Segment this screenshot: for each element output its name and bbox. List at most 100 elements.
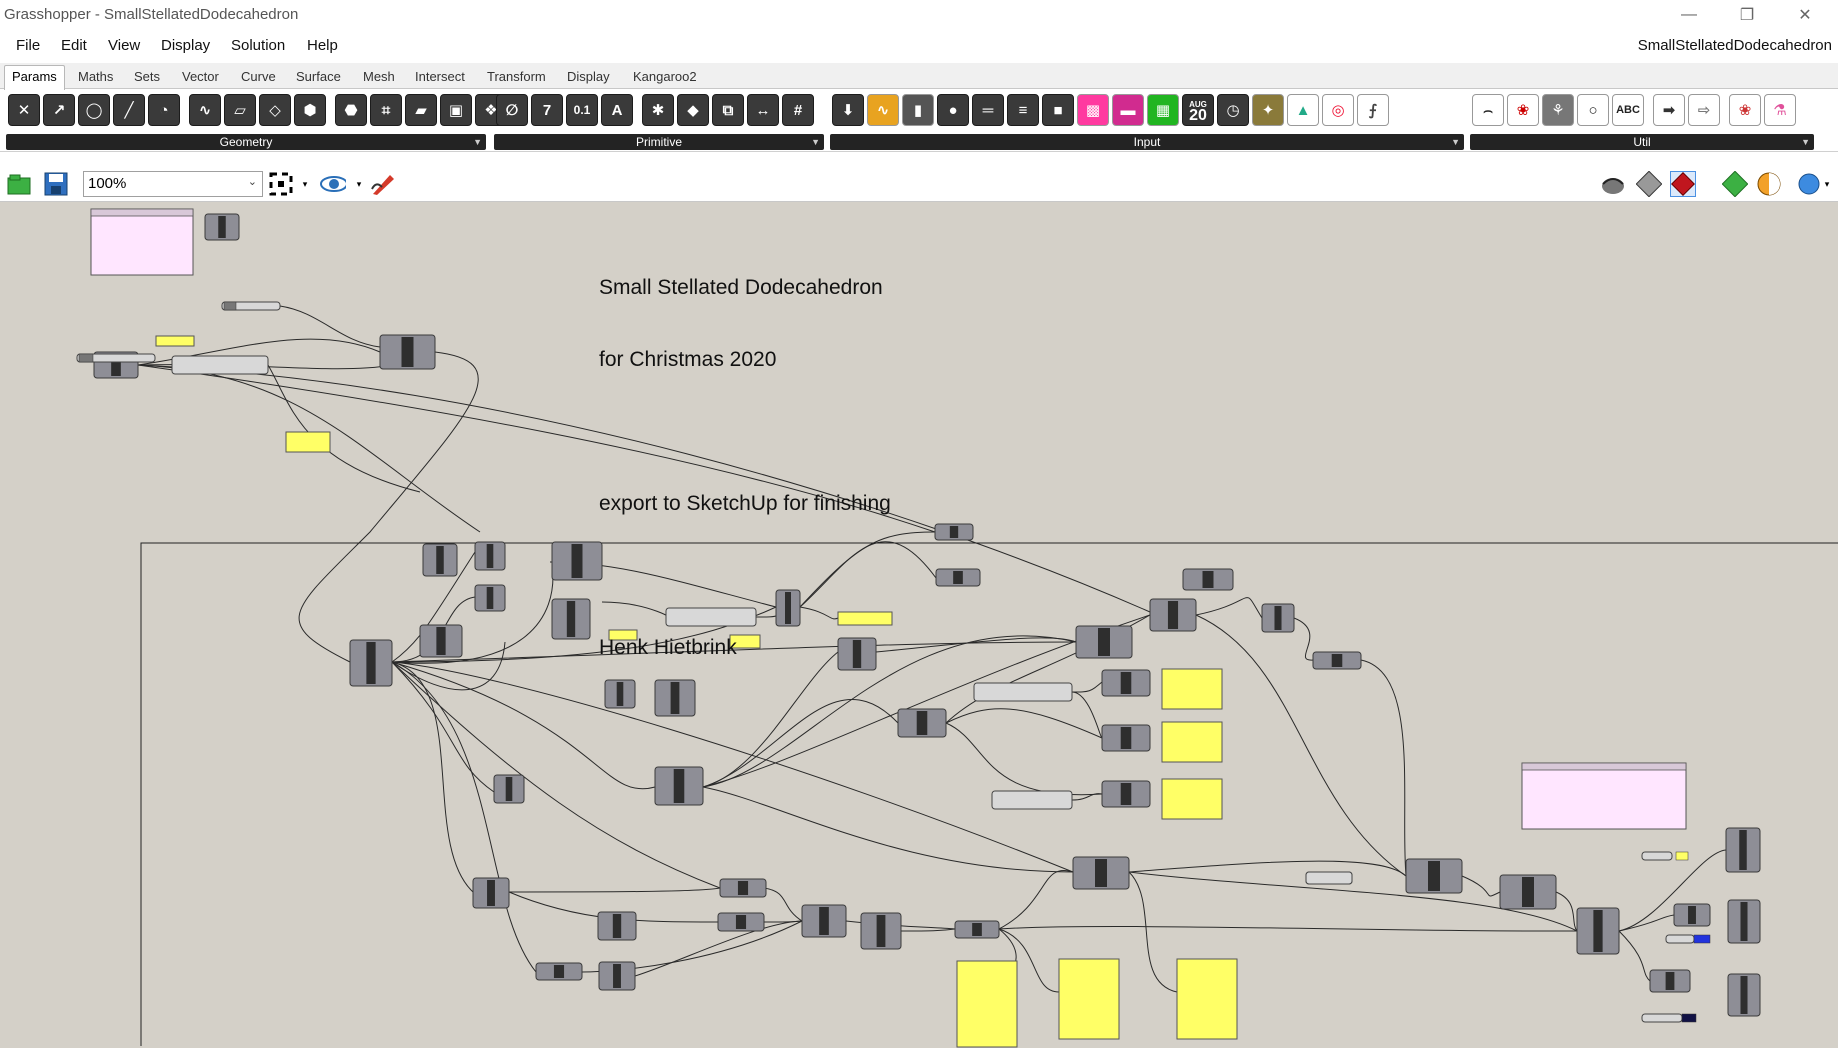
gradient-icon[interactable]: ▬ <box>1112 94 1144 126</box>
preview-shaded-icon[interactable] <box>1636 171 1662 197</box>
component-node[interactable] <box>1072 856 1130 890</box>
component-node[interactable] <box>597 911 637 941</box>
component-node[interactable] <box>493 774 525 804</box>
component-node[interactable] <box>1727 899 1761 944</box>
panel-input-caption[interactable]: Input▼ <box>830 134 1464 150</box>
component-node[interactable] <box>551 541 603 581</box>
component-node[interactable] <box>775 589 801 627</box>
component-node[interactable] <box>1182 568 1234 591</box>
canvas-note[interactable]: Small Stellated Dodecahedron for Christm… <box>599 228 891 708</box>
text-panel[interactable] <box>1176 958 1238 1040</box>
toggle-icon[interactable]: ▮ <box>902 94 934 126</box>
component-node[interactable] <box>934 523 974 541</box>
close-button[interactable]: ✕ <box>1798 7 1812 24</box>
tab-maths[interactable]: Maths <box>78 69 114 84</box>
arrow-param-icon[interactable]: ↗ <box>43 94 75 126</box>
number-slider[interactable] <box>221 301 281 311</box>
preview-dropdown-icon[interactable]: ▾ <box>356 178 362 189</box>
component-node[interactable] <box>535 962 583 981</box>
slider-grip[interactable] <box>1681 1013 1697 1023</box>
component-node[interactable] <box>204 213 240 241</box>
number-slider[interactable] <box>665 607 757 627</box>
panel-geometry-caption[interactable]: Geometry▼ <box>6 134 486 150</box>
pin-icon[interactable]: ▼ <box>473 137 482 147</box>
number-slider[interactable] <box>171 355 269 375</box>
component-node[interactable] <box>654 679 696 717</box>
component-node[interactable] <box>474 541 506 571</box>
menu-edit[interactable]: Edit <box>61 37 87 54</box>
pink-group[interactable] <box>1521 762 1687 830</box>
tab-curve[interactable]: Curve <box>241 69 276 84</box>
component-node[interactable] <box>419 624 463 658</box>
pin-icon[interactable]: ▼ <box>811 137 820 147</box>
number-slider[interactable] <box>76 353 156 363</box>
component-node[interactable] <box>1101 669 1151 697</box>
bake-icon[interactable] <box>1722 171 1748 197</box>
component-layer[interactable] <box>76 208 1761 1048</box>
component-node[interactable] <box>837 637 877 671</box>
number-slider[interactable] <box>1641 851 1673 861</box>
component-node[interactable] <box>598 961 636 991</box>
number-slider[interactable] <box>991 790 1073 810</box>
component-node[interactable] <box>1405 858 1463 894</box>
slider-grip[interactable] <box>1675 851 1689 861</box>
panel-util-caption[interactable]: Util▼ <box>1470 134 1814 150</box>
zoom-select[interactable]: 100% ⌄ <box>83 171 263 197</box>
definition-graph[interactable] <box>0 202 1838 1048</box>
boolean-param-icon[interactable]: ✱ <box>642 94 674 126</box>
tab-display[interactable]: Display <box>567 69 610 84</box>
text-panel[interactable] <box>1058 958 1120 1040</box>
tab-surface[interactable]: Surface <box>296 69 341 84</box>
galapagos-icon[interactable]: ❀ <box>1729 94 1761 126</box>
checklist-icon[interactable]: ▦ <box>1147 94 1179 126</box>
meshface-param-icon[interactable]: ⌗ <box>370 94 402 126</box>
menu-file[interactable]: File <box>16 37 41 54</box>
preview-eye-icon[interactable] <box>320 171 346 197</box>
image-sampler-icon[interactable]: ⨍ <box>1357 94 1389 126</box>
tab-mesh[interactable]: Mesh <box>363 69 395 84</box>
text-panel[interactable] <box>285 431 331 453</box>
text-panel[interactable] <box>608 629 638 641</box>
swatch-icon[interactable]: ▩ <box>1077 94 1109 126</box>
tree-icon[interactable]: ⚘ <box>1542 94 1574 126</box>
tab-params[interactable]: Params <box>4 65 65 90</box>
component-node[interactable] <box>1725 827 1761 873</box>
colour-param-icon[interactable]: ◆ <box>677 94 709 126</box>
path-param-icon[interactable]: ∿ <box>189 94 221 126</box>
geometry-param-icon[interactable]: ◔ <box>148 94 180 126</box>
tab-vector[interactable]: Vector <box>182 69 219 84</box>
curve-param-icon[interactable]: ✕ <box>8 94 40 126</box>
component-node[interactable] <box>860 912 902 950</box>
component-node[interactable] <box>1075 625 1133 659</box>
text-panel[interactable] <box>1161 721 1223 763</box>
component-node[interactable] <box>1101 780 1151 808</box>
component-node[interactable] <box>1499 874 1557 910</box>
component-node[interactable] <box>604 679 636 709</box>
box-param-icon[interactable]: ▣ <box>440 94 472 126</box>
component-node[interactable] <box>719 878 767 898</box>
panel-list-icon[interactable]: ≡ <box>1007 94 1039 126</box>
zoom-extents-icon[interactable] <box>268 171 294 197</box>
pink-group[interactable] <box>90 208 194 276</box>
matrix-param-icon[interactable]: ↔ <box>747 94 779 126</box>
component-node[interactable] <box>654 766 704 806</box>
component-node[interactable] <box>1312 651 1362 670</box>
text-panel[interactable] <box>1161 778 1223 820</box>
field-param-icon[interactable]: ⬢ <box>294 94 326 126</box>
number-slider[interactable] <box>1305 871 1353 885</box>
cluster-icon[interactable]: ⌢ <box>1472 94 1504 126</box>
arrow-outline-icon[interactable]: ⇨ <box>1688 94 1720 126</box>
circle-param-icon[interactable]: ◯ <box>78 94 110 126</box>
path-data-icon[interactable]: ⧉ <box>712 94 744 126</box>
panel-primitive-caption[interactable]: Primitive▼ <box>494 134 824 150</box>
component-node[interactable] <box>1673 903 1711 927</box>
slider-grip[interactable] <box>78 353 94 363</box>
control-knob-icon[interactable]: ▲ <box>1287 94 1319 126</box>
surface-param-icon[interactable]: ▱ <box>224 94 256 126</box>
domain-param-icon[interactable]: 0.1 <box>566 94 598 126</box>
number-slider[interactable] <box>1665 934 1695 944</box>
component-node[interactable] <box>1149 598 1197 632</box>
slider-grip[interactable] <box>223 301 237 311</box>
clock-icon[interactable]: ◷ <box>1217 94 1249 126</box>
number-slider[interactable] <box>1641 1013 1683 1023</box>
